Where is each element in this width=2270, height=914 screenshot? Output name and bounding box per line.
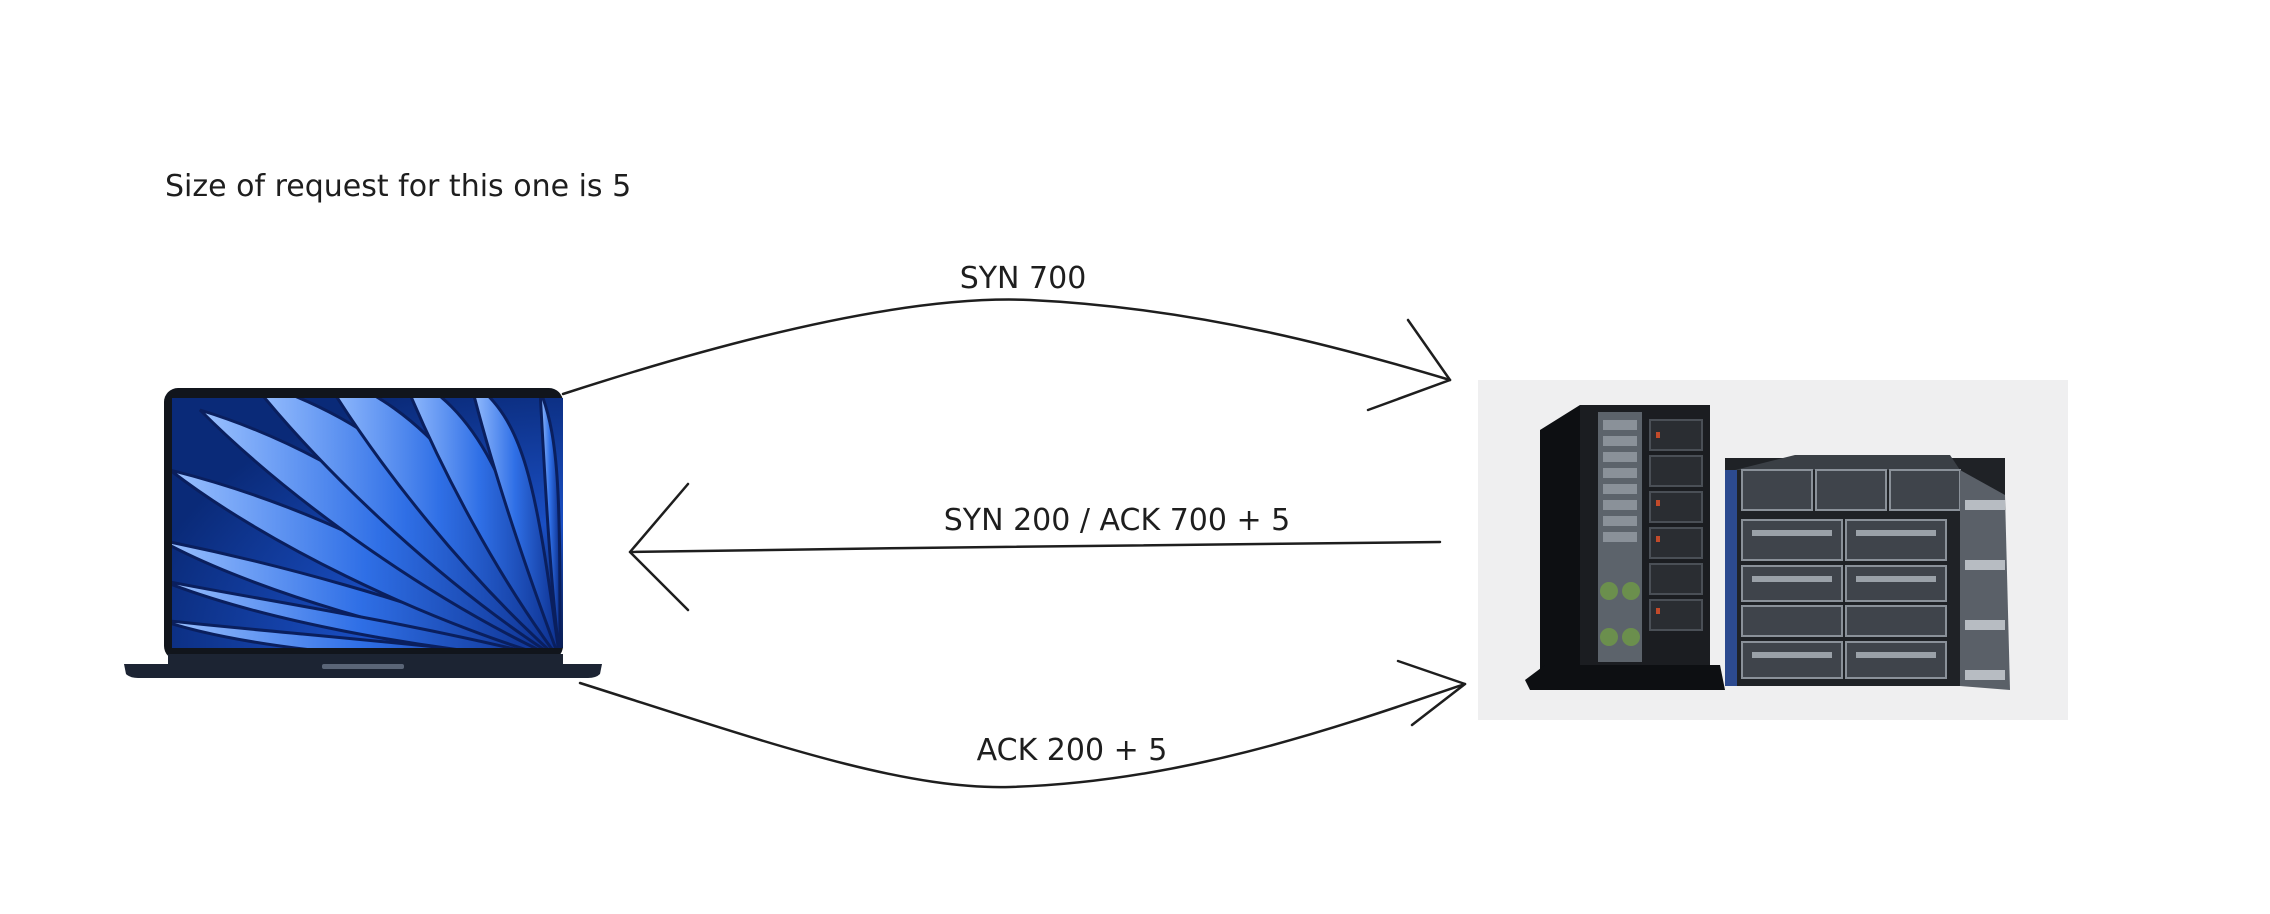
syn-arrow (561, 298, 1452, 412)
synack-label: SYN 200 / ACK 700 + 5 (944, 503, 1291, 538)
laptop-icon (124, 388, 602, 678)
syn-label: SYN 700 (960, 261, 1087, 296)
synack-arrow (628, 482, 1442, 612)
ack-label: ACK 200 + 5 (977, 733, 1168, 768)
request-size-note: Size of request for this one is 5 (165, 169, 631, 204)
server-rack-icon (1478, 380, 2068, 720)
ack-arrow (578, 659, 1467, 789)
wallpaper-fan (172, 398, 562, 648)
